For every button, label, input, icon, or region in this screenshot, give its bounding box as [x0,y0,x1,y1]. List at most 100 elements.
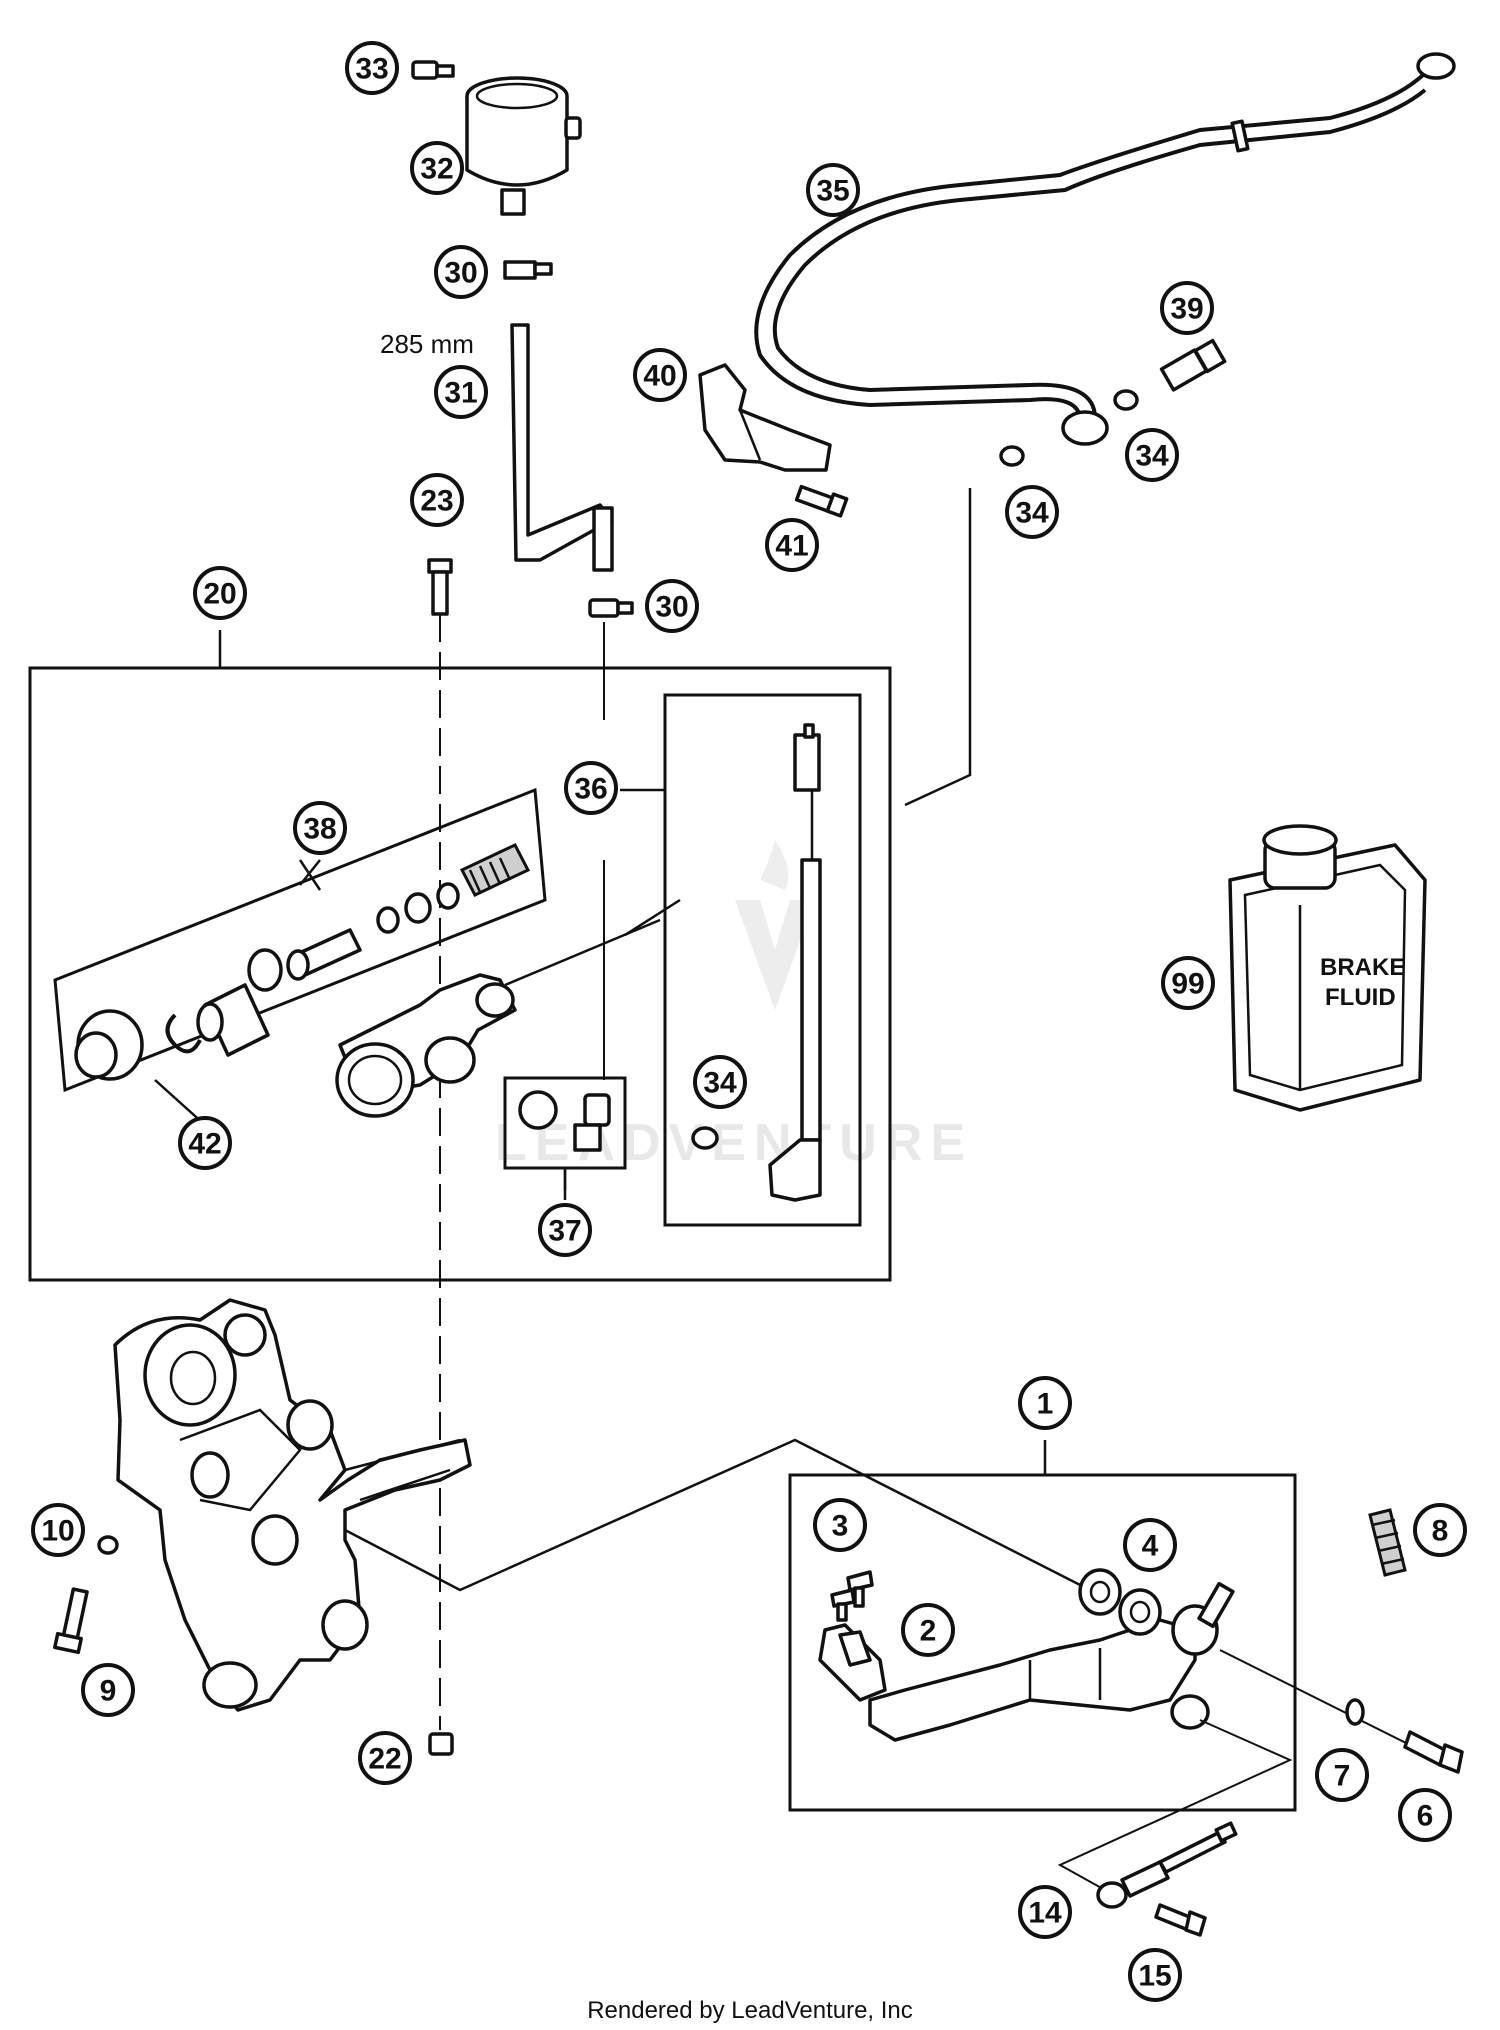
callout-41: 41 [765,518,819,572]
hose-clamp-top [503,260,553,280]
callout-number: 14 [1028,1897,1062,1930]
mounting-bolt [427,558,453,616]
pivot-axis-line [1219,1649,1441,1761]
callout-1: 1 [1018,1376,1072,1430]
callout-number: 39 [1170,293,1203,326]
callout-number: 6 [1417,1800,1434,1833]
callout-number: 38 [303,813,336,846]
callout-6: 6 [1398,1788,1452,1842]
hose-length-label: 285 mm [380,329,474,359]
reservoir-screw [411,60,455,80]
piston-kit-panel [53,787,547,1093]
callout-number: 37 [548,1215,581,1248]
callout-number: 23 [420,485,453,518]
callout-circle [1123,1518,1177,1572]
callout-number: 33 [355,53,388,86]
callout-number: 1 [1037,1388,1054,1421]
callout-number: 2 [920,1615,937,1648]
callout-circle [1398,1788,1452,1842]
callout-circle [1018,1376,1072,1430]
callout-34: 34 [1125,428,1179,482]
callout-number: 34 [703,1067,737,1100]
callout-9: 9 [81,1663,135,1717]
push-rod [1096,1821,1238,1909]
master-cylinder-body [335,898,681,1118]
callout-number: 36 [574,773,607,806]
callout-number: 99 [1171,968,1204,1001]
callout-number: 4 [1142,1530,1159,1563]
callout-circle [1128,1948,1182,2002]
callout-circle [31,1503,85,1557]
pedal-assembly-frame [788,1473,1297,1812]
callout-34: 34 [693,1055,747,1109]
callout-number: 32 [420,153,453,186]
callout-number: 22 [368,1743,401,1776]
fluid-label-line2: FLUID [1325,984,1396,1011]
callout-number: 31 [444,377,477,410]
callout-circle [538,1203,592,1257]
callout-number: 34 [1135,440,1169,473]
callout-circle [1005,485,1059,539]
callout-32: 32 [410,141,464,195]
callout-31: 31 [434,365,488,419]
callout-36: 36 [564,761,618,815]
callout-circle [564,761,618,815]
callout-99: 99 [1161,956,1215,1010]
linkage-line [344,1438,1091,1592]
callout-30: 30 [434,245,488,299]
callout-circle [345,41,399,95]
callout-23: 23 [410,473,464,527]
callout-number: 34 [1015,497,1049,530]
callout-circle [901,1603,955,1657]
callout-7: 7 [1315,1748,1369,1802]
callout-number: 20 [203,578,236,611]
push-rod-bolt [1154,1903,1207,1937]
pad-screws [830,1570,874,1622]
brake-line [754,52,1456,446]
reservoir-hose [510,323,614,572]
callout-circle [813,1498,867,1552]
callout-3: 3 [813,1498,867,1552]
callout-number: 35 [816,175,849,208]
return-spring [1368,1508,1407,1577]
callout-circle [693,1055,747,1109]
callout-34: 34 [1005,485,1059,539]
callout-circle [434,365,488,419]
pivot-bolt [1403,1730,1464,1774]
lock-nut [428,1732,454,1756]
brake-fluid-reservoir [465,76,582,216]
callout-circle [410,473,464,527]
small-nut [97,1535,119,1555]
callout-circle [1315,1748,1369,1802]
callout-39: 39 [1160,281,1214,335]
callout-number: 42 [188,1128,221,1161]
banjo-bolt [999,338,1227,467]
callout-8: 8 [1413,1503,1467,1557]
callout-number: 41 [775,530,808,563]
frame-bracket [113,1298,472,1712]
washer [1345,1698,1365,1726]
callout-37: 37 [538,1203,592,1257]
callout-circle [1161,956,1215,1010]
callout-4: 4 [1123,1518,1177,1572]
callout-number: 30 [444,257,477,290]
callout-circle [765,518,819,572]
callout-22: 22 [358,1731,412,1785]
callout-35: 35 [806,163,860,217]
callout-42: 42 [178,1116,232,1170]
callout-circle [806,163,860,217]
callout-number: 3 [832,1510,849,1543]
callout-circle [193,566,247,620]
pedal-pads [818,1623,887,1702]
footer-credit: Rendered by LeadVenture, Inc [587,1997,913,2024]
callout-40: 40 [633,348,687,402]
callout-33: 33 [345,41,399,95]
callout-circle [434,245,488,299]
callout-circle [633,348,687,402]
callout-10: 10 [31,1503,85,1557]
callout-circle [410,141,464,195]
callout-38: 38 [293,801,347,855]
callout-circle [81,1663,135,1717]
callout-number: 15 [1138,1960,1171,1993]
